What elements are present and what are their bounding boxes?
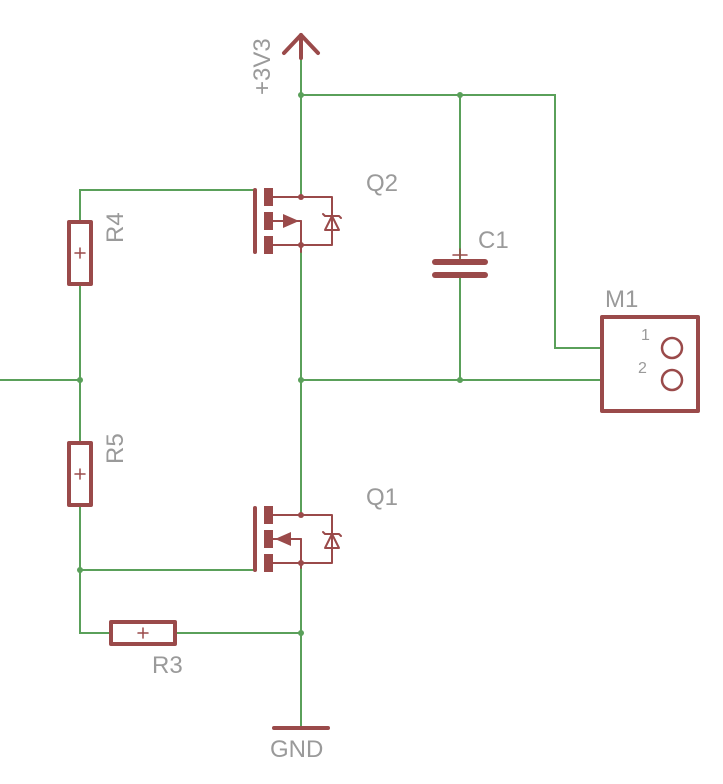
- q1-diode-loop: [300, 514, 333, 564]
- supply-symbol: +3V3: [249, 33, 320, 95]
- r3-body: [109, 620, 177, 646]
- m1-pin2-icon: [660, 368, 684, 392]
- q1-channel-top: [264, 506, 273, 524]
- r5-body: [67, 441, 93, 507]
- ground-symbol: GND: [270, 726, 330, 763]
- junction-dot: [77, 567, 83, 573]
- q2-label: Q2: [366, 170, 398, 197]
- m1-pin2-label: 2: [638, 360, 647, 377]
- q2-channel-mid: [264, 212, 273, 230]
- junction-dot: [77, 377, 83, 383]
- junction-dot: [298, 377, 304, 383]
- q2-arrow-icon: [283, 214, 299, 228]
- q2-channel-top: [264, 188, 273, 206]
- r5-label: R5: [102, 433, 129, 464]
- q2-diode-icon: [324, 215, 340, 231]
- q1-arrow-icon: [275, 532, 291, 546]
- q2-diode-loop: [300, 196, 333, 246]
- q2-diode-bar: [322, 213, 342, 219]
- supply-label: +3V3: [249, 38, 276, 95]
- m1-pin1-label: 1: [641, 327, 650, 344]
- q2-drain-lead: [272, 194, 302, 198]
- q1-diode-bar: [322, 531, 342, 537]
- m1-body: [600, 315, 700, 413]
- junction-dot: [298, 630, 304, 636]
- q1-node: [298, 560, 304, 566]
- connector-m1: 1 2 M1: [600, 286, 700, 413]
- q1-diode-icon: [324, 533, 340, 549]
- mosfet-q2: Q2: [253, 170, 398, 254]
- junctions: [77, 92, 463, 636]
- capacitor-c1: C1: [432, 227, 509, 278]
- resistor-r5: R5: [67, 433, 129, 507]
- q1-channel-mid: [264, 530, 273, 548]
- junction-dot: [457, 92, 463, 98]
- m1-label: M1: [605, 286, 638, 313]
- c1-label: C1: [478, 227, 509, 254]
- m1-pin1-icon: [660, 336, 684, 360]
- junction-dot: [457, 377, 463, 383]
- r4-label: R4: [102, 212, 129, 243]
- junction-dot: [298, 92, 304, 98]
- q1-label: Q1: [366, 484, 398, 511]
- q1-channel-bottom: [264, 554, 273, 572]
- q1-source-lead: [272, 562, 302, 569]
- q2-node: [298, 194, 304, 200]
- q2-node: [298, 242, 304, 248]
- r4-body: [67, 220, 93, 286]
- mosfet-q1: Q1: [253, 484, 398, 572]
- q2-channel-bottom: [264, 236, 273, 254]
- ground-label: GND: [270, 736, 323, 763]
- r3-label: R3: [152, 652, 183, 679]
- resistor-r3: R3: [109, 620, 183, 679]
- q1-node: [298, 512, 304, 518]
- q2-source-lead: [272, 244, 302, 253]
- resistor-r4: R4: [67, 212, 129, 286]
- wires: [0, 54, 601, 729]
